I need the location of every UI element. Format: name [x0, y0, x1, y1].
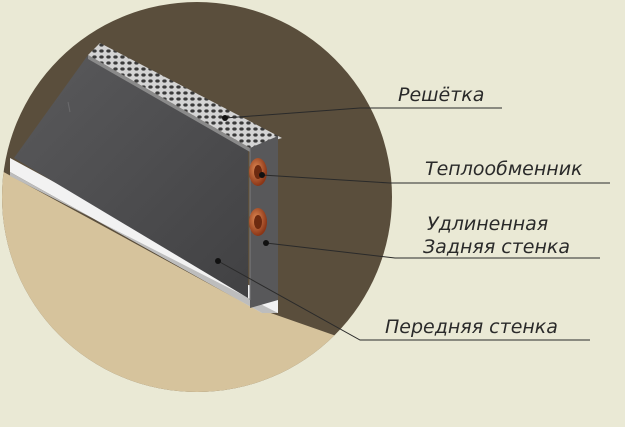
heat-exchanger-pipes — [249, 158, 267, 236]
dot-back-wall — [263, 240, 269, 246]
leader-heat-exchanger — [261, 174, 610, 184]
dot-heat-exchanger — [259, 172, 265, 178]
leader-dots — [215, 115, 269, 264]
label-heat-exchanger: Теплообменник — [425, 158, 583, 180]
grille-top — [88, 43, 282, 148]
dot-grille — [222, 115, 228, 121]
dot-front-wall — [215, 258, 221, 264]
leader-grille — [224, 107, 502, 119]
leader-lines — [217, 107, 610, 341]
label-grille: Решётка — [398, 84, 485, 106]
label-extended-line2: Задняя стенка — [423, 236, 571, 258]
label-front-wall: Передняя стенка — [385, 316, 558, 338]
leader-back-wall — [265, 242, 600, 259]
label-extended-line1: Удлиненная — [427, 213, 549, 235]
leader-front-wall — [217, 260, 590, 341]
